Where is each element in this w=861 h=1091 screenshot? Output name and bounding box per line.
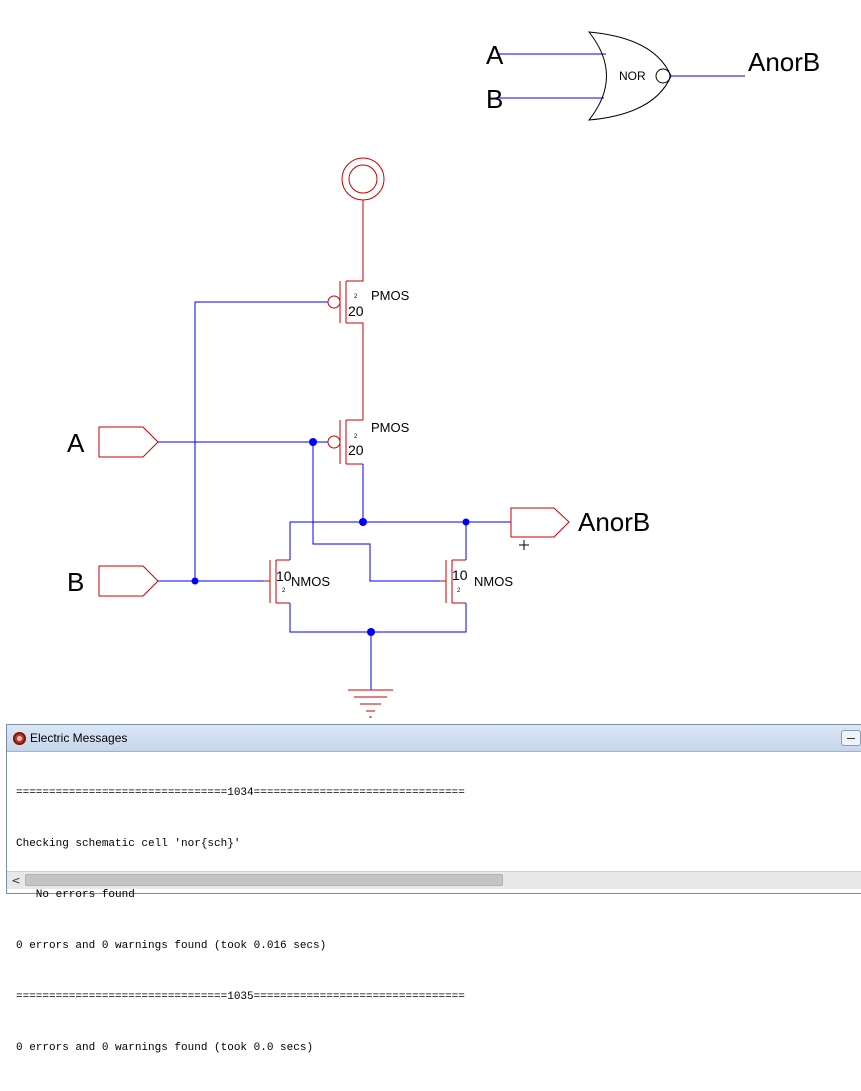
nor-gate-label: NOR xyxy=(619,69,646,83)
messages-window[interactable]: Electric Messages ======================… xyxy=(6,724,861,1054)
pmos-bottom-length: 2 xyxy=(354,434,358,440)
nmos-right-length: 2 xyxy=(457,588,461,594)
export-pin-out[interactable] xyxy=(510,507,570,538)
nmos-left[interactable] xyxy=(264,559,290,604)
pmos-top-length: 2 xyxy=(354,294,358,300)
pmos-top-type: PMOS xyxy=(371,288,410,303)
export-pin-a[interactable] xyxy=(98,426,159,458)
wire-ground-net[interactable] xyxy=(289,603,467,633)
pmos-bottom-type: PMOS xyxy=(371,420,410,435)
power-source[interactable] xyxy=(341,157,385,280)
log-line: ================================1034====… xyxy=(16,787,465,799)
schematic-canvas[interactable]: A B NOR AnorB PMOS 20 2 xyxy=(0,0,861,888)
symbol-label-a: A xyxy=(486,40,504,70)
net-dot xyxy=(191,577,199,585)
log-line: ================================1035====… xyxy=(16,991,465,1003)
export-label-a: A xyxy=(67,428,85,458)
messages-title: Electric Messages xyxy=(30,731,128,745)
nmos-right[interactable] xyxy=(440,559,466,604)
power-inner-ring xyxy=(348,164,378,194)
export-label-out: AnorB xyxy=(578,507,650,537)
net-dots xyxy=(191,438,470,636)
nor-gate-body xyxy=(587,31,672,121)
net-dot xyxy=(309,438,317,446)
nmos-right-type: NMOS xyxy=(474,574,513,589)
ground-symbol[interactable] xyxy=(348,689,393,718)
nmos-right-width: 10 xyxy=(452,567,468,583)
crosshair-cursor-icon xyxy=(519,540,529,550)
horizontal-scrollbar[interactable]: < xyxy=(7,871,861,889)
net-dot xyxy=(462,518,470,526)
log-line: Checking schematic cell 'nor{sch}' xyxy=(16,838,241,850)
pmos-bottom-width: 20 xyxy=(348,442,364,458)
pmos-top-width: 20 xyxy=(348,303,364,319)
nmos-left-width: 10 xyxy=(276,568,292,584)
electric-app-icon xyxy=(13,731,26,745)
scroll-left-arrow-icon[interactable]: < xyxy=(11,874,21,887)
symbol-label-out: AnorB xyxy=(748,47,820,77)
wire-output-net[interactable] xyxy=(289,521,511,560)
minimize-button[interactable] xyxy=(841,730,861,746)
log-line: 0 errors and 0 warnings found (took 0.0 … xyxy=(16,1042,314,1054)
pmos-bottom[interactable] xyxy=(327,419,363,465)
nmos-left-type: NMOS xyxy=(291,574,330,589)
symbol-label-b: B xyxy=(486,84,503,114)
pmos-top[interactable] xyxy=(327,280,364,420)
nmos-left-length: 2 xyxy=(282,588,286,594)
schematic-wires[interactable] xyxy=(158,301,511,690)
export-pins[interactable] xyxy=(98,426,570,597)
power-outer-ring xyxy=(341,157,385,201)
nor-bubble xyxy=(655,68,671,84)
scroll-thumb[interactable] xyxy=(25,874,503,886)
log-line: No errors found xyxy=(16,889,135,901)
wire-b-to-pmos-top[interactable] xyxy=(194,301,328,581)
net-dot xyxy=(367,628,375,636)
export-label-b: B xyxy=(67,567,84,597)
export-pin-b[interactable] xyxy=(98,565,159,597)
messages-titlebar[interactable]: Electric Messages xyxy=(7,725,861,752)
wire-a-to-nmos-right[interactable] xyxy=(312,442,440,582)
log-line: 0 errors and 0 warnings found (took 0.01… xyxy=(16,940,327,952)
nor-symbol[interactable]: A B NOR AnorB xyxy=(486,31,820,121)
